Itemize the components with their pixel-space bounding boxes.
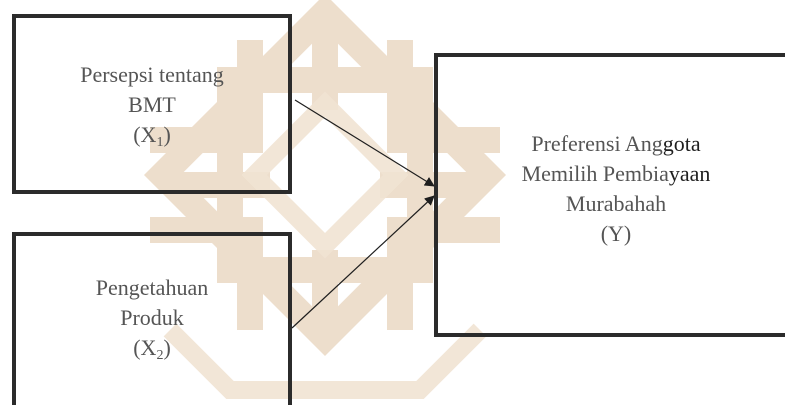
box-y-line2-part2: yaan	[668, 161, 711, 186]
box-preferensi-anggota: Preferensi Anggota Memilih Pembiayaan Mu…	[434, 53, 785, 337]
box-persepsi-bmt: Persepsi tentang BMT (X1)	[12, 14, 292, 194]
box-x2-line1: Pengetahuan	[95, 275, 209, 300]
box-y-line3: Murabahah	[565, 191, 667, 216]
box-y-line1: Preferensi Anggota	[438, 129, 785, 159]
box-x1-label: Persepsi tentang BMT (X1)	[16, 60, 288, 158]
box-x2-var-close: )	[163, 335, 171, 360]
box-x2-label: Pengetahuan Produk (X2)	[16, 273, 288, 371]
box-y-label: Preferensi Anggota Memilih Pembiayaan Mu…	[438, 129, 785, 249]
box-x2-variable: (X2)	[16, 333, 288, 371]
box-y-line2: Memilih Pembiayaan	[438, 159, 785, 189]
box-x2-var-open: (X	[133, 335, 157, 360]
arrow-x2-to-y	[291, 195, 435, 329]
box-x1-line2: BMT	[128, 92, 176, 117]
box-x1-variable: (X1)	[16, 120, 288, 158]
box-x2-line2: Produk	[120, 305, 184, 330]
box-pengetahuan-produk: Pengetahuan Produk (X2)	[12, 232, 292, 405]
box-x1-var-open: (X	[133, 122, 157, 147]
box-x1-var-close: )	[163, 122, 171, 147]
box-y-line1-part2: gota	[662, 131, 701, 156]
box-x1-line1: Persepsi tentang	[80, 62, 224, 87]
arrow-x1-to-y	[294, 99, 435, 187]
box-y-line4: (Y)	[600, 221, 632, 246]
box-y-line1-part1: Preferensi Ang	[531, 131, 663, 156]
box-y-line2-part1: Memilih Pembia	[521, 161, 669, 186]
box-x2-var-sub: 2	[156, 348, 164, 363]
box-x1-var-sub: 1	[156, 135, 164, 150]
